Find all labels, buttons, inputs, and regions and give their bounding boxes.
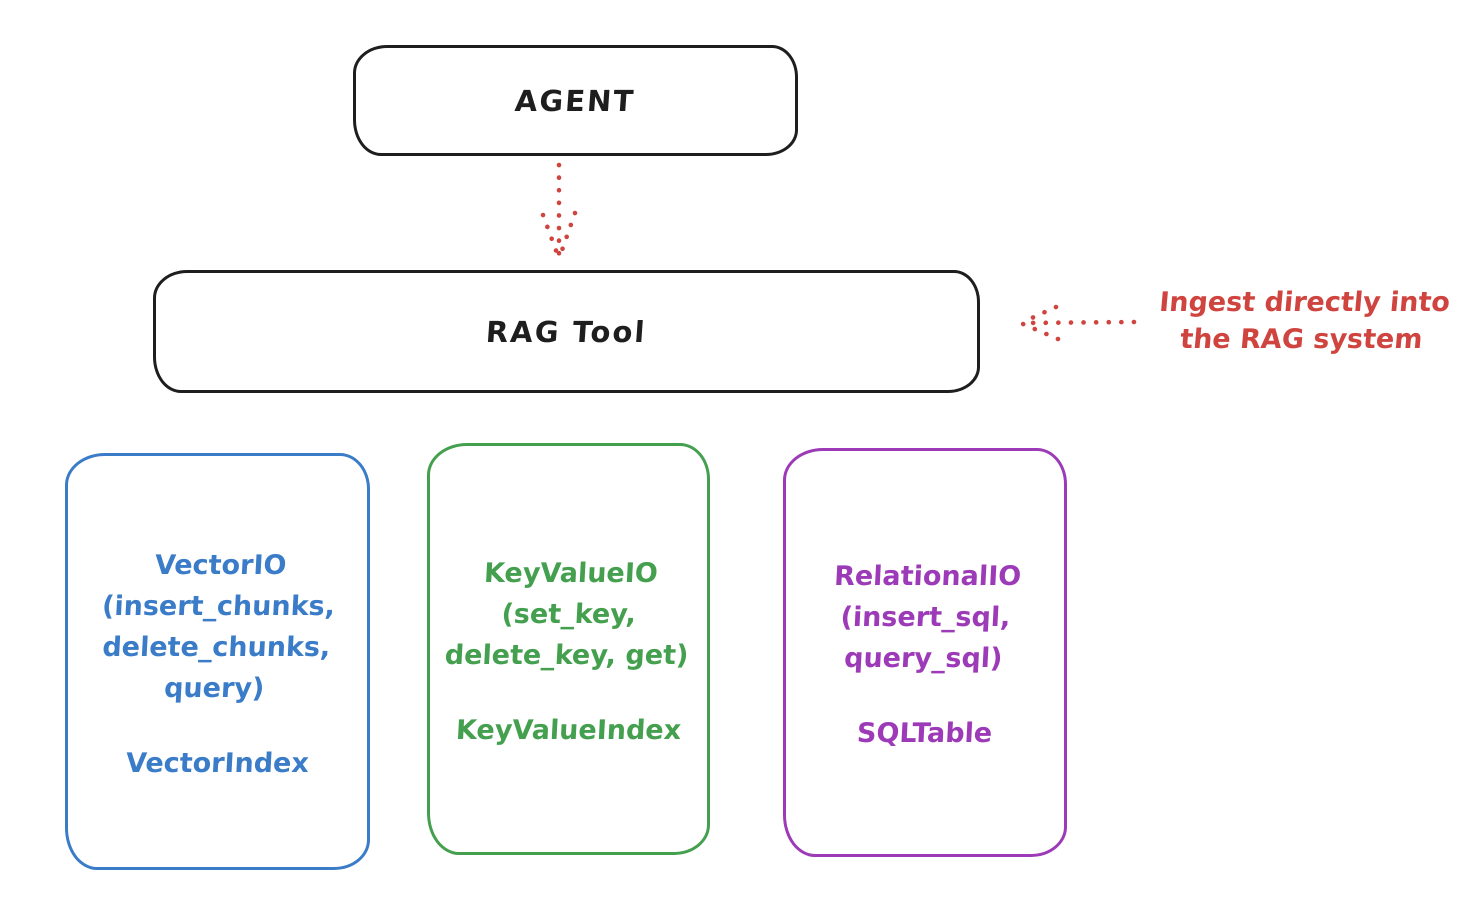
rag-tool-box: RAG Tool: [153, 270, 980, 393]
provider-box-vector-io: VectorIO (insert_chunks, delete_chunks, …: [65, 453, 370, 870]
agent-label: AGENT: [514, 83, 637, 118]
vector-io-methods-label: VectorIO (insert_chunks, delete_chunks, …: [101, 549, 336, 704]
arrow-left-icon: [1020, 304, 1137, 342]
sql-table-label: SQLTable: [856, 718, 994, 749]
relational-io-methods-label: RelationalIO (insert_sql, query_sql): [832, 561, 1022, 674]
keyvalue-io-methods-label: KeyValueIO (set_key, delete_key, get): [443, 557, 689, 671]
provider-box-keyvalue-io: KeyValueIO (set_key, delete_key, get) Ke…: [427, 443, 710, 855]
ingest-annotation-label: Ingest directly into the RAG system: [1157, 287, 1452, 355]
provider-box-relational-io: RelationalIO (insert_sql, query_sql) SQL…: [783, 448, 1067, 857]
keyvalue-index-label: KeyValueIndex: [455, 714, 682, 746]
rag-tool-label: RAG Tool: [485, 314, 648, 349]
vector-index-label: VectorIndex: [125, 747, 310, 779]
arrow-down-icon: [540, 162, 578, 259]
agent-box: AGENT: [353, 45, 798, 156]
